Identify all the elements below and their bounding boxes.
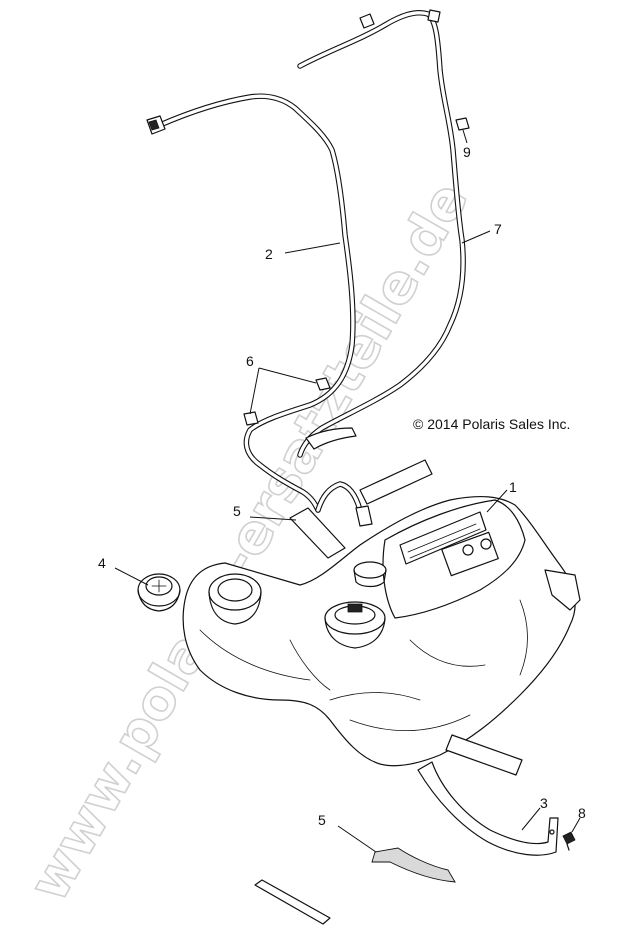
foam-pad[interactable] — [254, 459, 523, 925]
fuel-tank[interactable] — [182, 496, 581, 767]
callout-4: 4 — [98, 555, 106, 571]
hose-clip-9[interactable] — [359, 9, 470, 131]
callout-leaders — [114, 129, 581, 853]
vent-hose-7[interactable] — [297, 10, 466, 458]
fuel-cap[interactable] — [137, 573, 181, 612]
callout-3: 3 — [540, 795, 548, 811]
callout-5-lower: 5 — [318, 812, 326, 828]
tank-strap[interactable] — [417, 761, 559, 856]
callout-9: 9 — [463, 144, 471, 160]
callout-1: 1 — [509, 479, 517, 495]
callout-7: 7 — [494, 221, 502, 237]
screw[interactable] — [562, 831, 576, 851]
callout-5-upper: 5 — [233, 503, 241, 519]
copyright-text: © 2014 Polaris Sales Inc. — [413, 416, 570, 432]
vent-hose-2[interactable] — [146, 93, 373, 527]
hose-clip-6[interactable] — [243, 377, 331, 426]
callout-8: 8 — [578, 805, 586, 821]
callout-2: 2 — [265, 246, 273, 262]
callout-6: 6 — [246, 353, 254, 369]
